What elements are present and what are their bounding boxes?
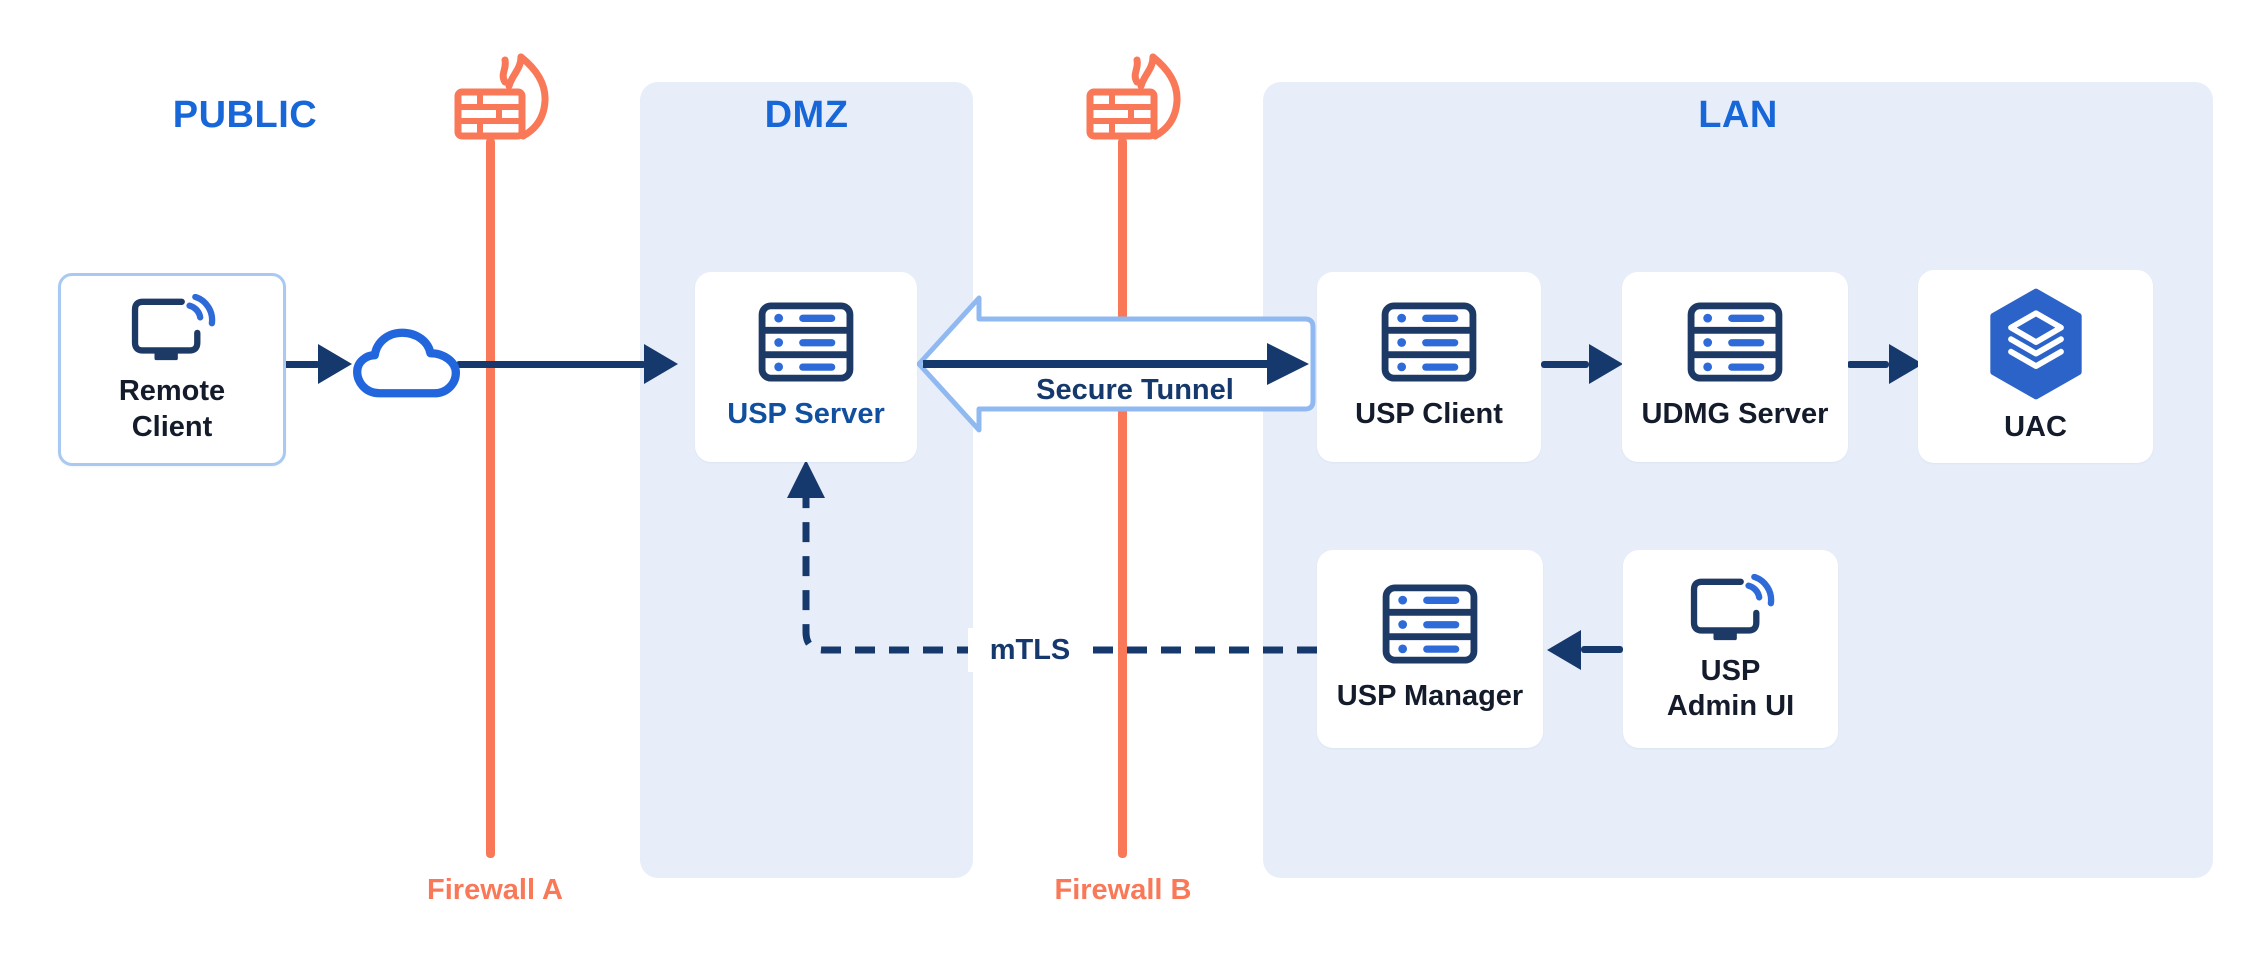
firewall-b-line	[1118, 138, 1127, 858]
node-label: USP Server	[727, 398, 885, 431]
mtls-arrowhead-up	[787, 460, 825, 498]
arrow-cloud-to-usp-server-head	[644, 344, 678, 384]
server-icon	[1380, 301, 1478, 383]
arrow-remote-to-cloud-head	[318, 344, 352, 384]
server-icon	[757, 301, 855, 383]
node-usp-manager: USP Manager	[1317, 550, 1543, 748]
firewall-a-label: Firewall A	[427, 874, 563, 906]
node-label: UAC	[2004, 410, 2067, 443]
monitor-wifi-icon	[1684, 574, 1778, 646]
zone-label-lan: LAN	[1698, 94, 1778, 136]
node-label: UDMG Server	[1641, 398, 1829, 431]
arrow-udmg-to-uac-head	[1889, 344, 1923, 384]
uac-hexagon-icon	[1986, 288, 2086, 400]
node-label: USP Client	[1355, 398, 1503, 431]
arrow-cloud-to-usp-server-line	[456, 361, 646, 368]
arrow-remote-to-cloud-line	[280, 361, 320, 368]
node-label: USP Manager	[1336, 680, 1524, 713]
node-usp-client: USP Client	[1317, 272, 1541, 462]
node-usp-server: USP Server	[695, 272, 917, 462]
server-icon	[1686, 301, 1784, 383]
node-udmg-server: UDMG Server	[1622, 272, 1848, 462]
server-icon	[1381, 583, 1479, 665]
node-label: Remote Client	[118, 375, 226, 443]
zone-label-public: PUBLIC	[172, 94, 318, 136]
secure-tunnel-label: Secure Tunnel	[1036, 374, 1234, 406]
arrow-adminui-to-manager-line	[1581, 646, 1623, 653]
arrow-adminui-to-manager-head	[1547, 630, 1581, 670]
secure-tunnel-arrow	[916, 295, 1316, 433]
node-label: USP Admin UI	[1666, 654, 1795, 722]
arrow-usp-client-to-udmg-head	[1589, 344, 1623, 384]
mtls-label: mTLS	[968, 628, 1092, 672]
zone-label-dmz: DMZ	[764, 94, 849, 136]
firewall-a-line	[486, 138, 495, 858]
cloud-internet-icon	[350, 321, 464, 405]
node-usp-admin-ui: USP Admin UI	[1623, 550, 1838, 748]
node-uac: UAC	[1918, 270, 2153, 463]
monitor-wifi-icon	[125, 294, 219, 366]
arrow-udmg-to-uac-line	[1847, 361, 1889, 368]
firewall-b-label: Firewall B	[1054, 874, 1192, 906]
node-remote-client: Remote Client	[58, 273, 286, 466]
arrow-usp-client-to-udmg-line	[1541, 361, 1589, 368]
